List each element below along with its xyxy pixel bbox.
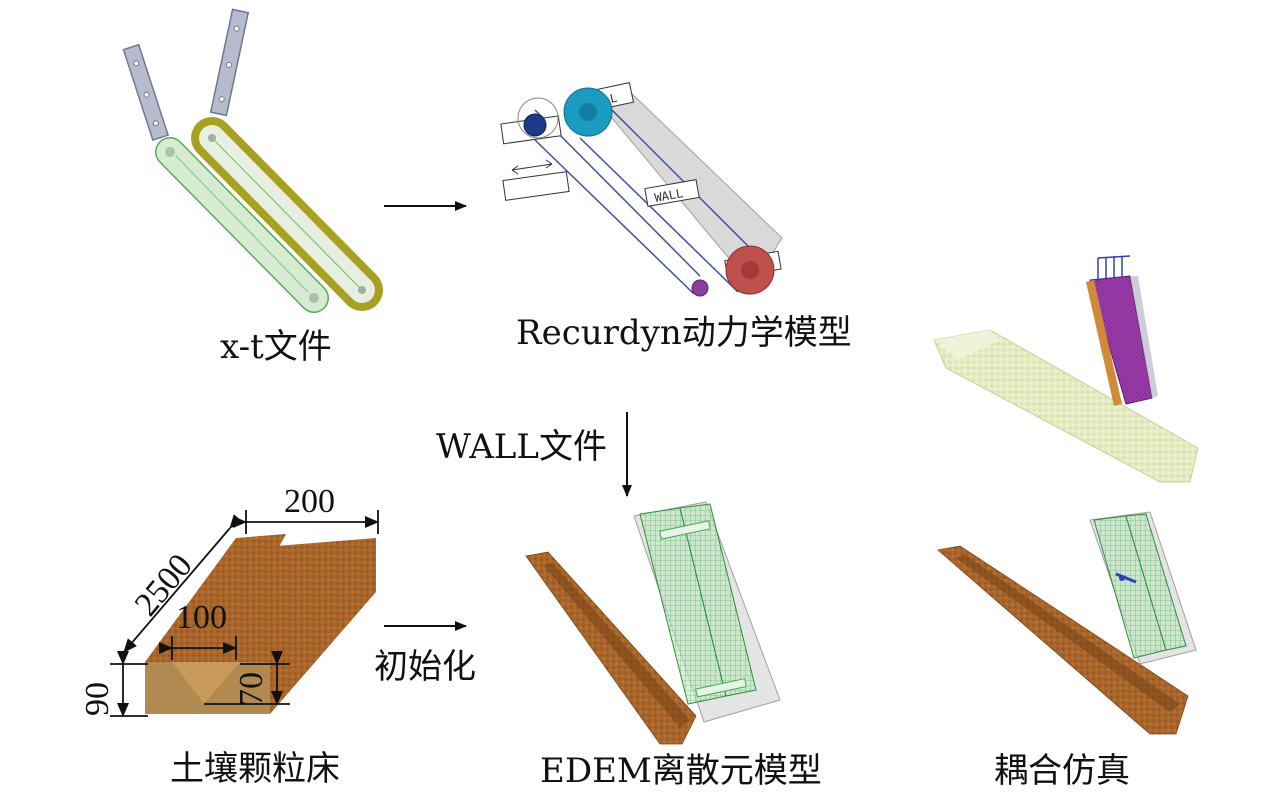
recurdyn-model-illustration: WALL WALL <box>500 82 783 297</box>
caption-xt-file: x-t文件 <box>220 327 332 367</box>
double-arrow-icon <box>511 159 553 175</box>
dim-top-width: 200 <box>284 483 335 520</box>
belt-olive <box>191 117 383 311</box>
caption-wall-file: WALL文件 <box>436 427 607 467</box>
soil-bed-illustration <box>110 510 379 717</box>
xt-model-illustration <box>122 8 383 313</box>
bracket-right <box>209 8 250 117</box>
coupled-green-belt <box>1089 511 1197 665</box>
edem-model-illustration <box>525 501 781 745</box>
dimension-lines <box>110 510 379 717</box>
caption-edem-model: EDEM离散元模型 <box>540 751 822 791</box>
coupled-soil-channel <box>937 545 1189 735</box>
dim-depth-inner: 70 <box>233 672 270 706</box>
coupled-purple-belt <box>1086 255 1158 406</box>
coupled-soil-bed <box>933 329 1199 483</box>
caption-recurdyn-model: Recurdyn动力学模型 <box>516 313 852 353</box>
tag-box-wall: WALL <box>644 179 700 207</box>
caption-soil-bed: 土壤颗粒床 <box>170 749 340 789</box>
belt-green <box>155 137 329 313</box>
edem-green-belt <box>633 501 781 723</box>
roller-small-blue-icon <box>523 113 547 137</box>
tag-box-3 <box>502 171 570 201</box>
dim-bottom-width: 100 <box>176 599 227 636</box>
coupled-top-illustration <box>933 255 1199 483</box>
coupled-bottom-illustration <box>937 511 1197 735</box>
bracket-left <box>122 43 170 141</box>
roller-purple-icon <box>691 279 709 297</box>
dim-depth-outer: 90 <box>79 682 116 716</box>
roller-outline-icon <box>517 97 559 139</box>
soil-bed-front-face <box>145 662 270 714</box>
caption-init: 初始化 <box>374 647 476 687</box>
svg-text:WALL: WALL <box>653 186 684 205</box>
caption-coupled-sim: 耦合仿真 <box>994 751 1130 791</box>
